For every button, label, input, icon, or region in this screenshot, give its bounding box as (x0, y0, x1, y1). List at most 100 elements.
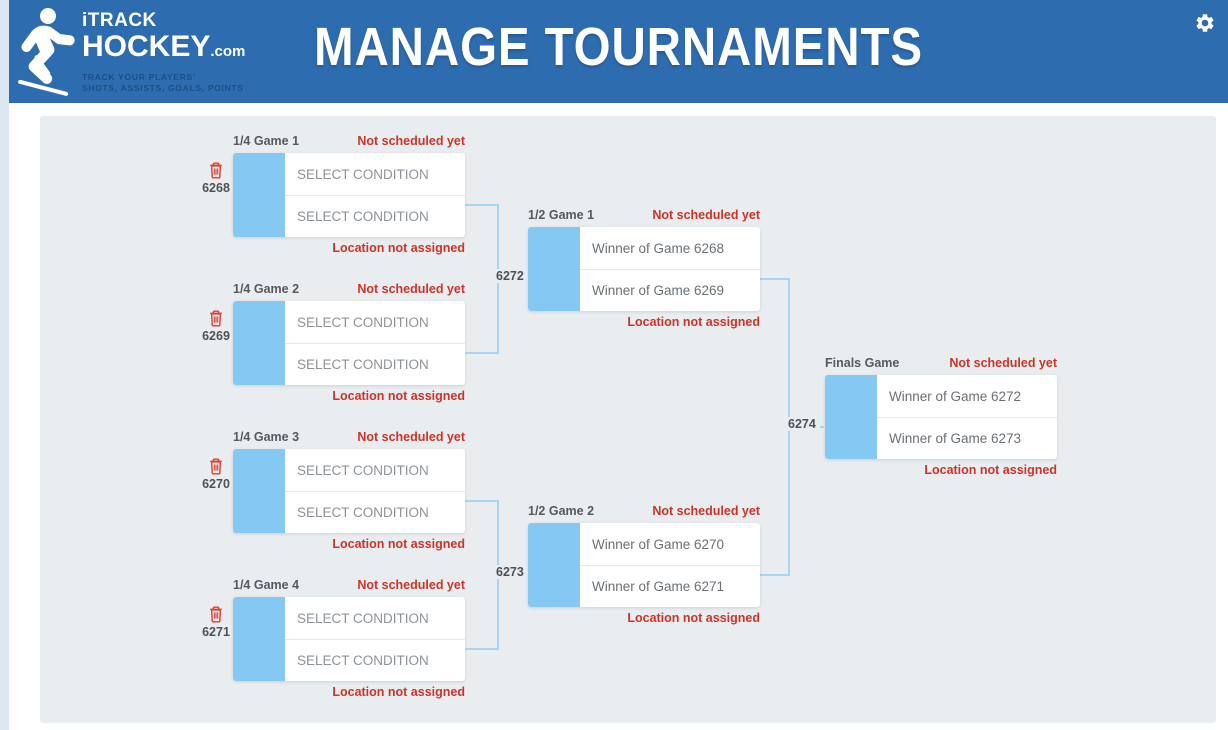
team-color-swatch (528, 227, 580, 269)
game-slot[interactable]: Winner of Game 6268 (528, 227, 760, 269)
location-status[interactable]: Location not assigned (332, 685, 465, 699)
trash-icon[interactable] (208, 161, 224, 179)
game-card-6273: 1/2 Game 2 Not scheduled yet Winner of G… (528, 504, 760, 631)
logo-tagline-2: SHOTS, ASSISTS, GOALS, POINTS (82, 82, 244, 93)
team-color-swatch (233, 194, 285, 237)
game-slot[interactable]: SELECT CONDITION (233, 638, 465, 681)
game-name: 1/2 Game 2 (528, 504, 595, 518)
game-card-6270: 1/4 Game 3 Not scheduled yet SELECT COND… (233, 430, 465, 557)
schedule-status[interactable]: Not scheduled yet (652, 208, 760, 222)
team-color-swatch (233, 597, 285, 639)
game-slot[interactable]: Winner of Game 6270 (528, 523, 760, 565)
game-slot[interactable]: SELECT CONDITION (233, 449, 465, 491)
hockey-player-icon (17, 8, 75, 96)
game-slot[interactable]: SELECT CONDITION (233, 301, 465, 343)
trash-icon[interactable] (208, 605, 224, 623)
trash-icon[interactable] (208, 457, 224, 475)
brand-logo[interactable]: iTRACK HOCKEY.com TRACK YOUR PLAYERS' SH… (10, 2, 260, 102)
game-slot[interactable]: SELECT CONDITION (233, 342, 465, 385)
team-color-swatch (825, 375, 877, 417)
logo-line-2: HOCKEY (82, 30, 211, 63)
location-status[interactable]: Location not assigned (627, 611, 760, 625)
slot-condition-select[interactable]: SELECT CONDITION (297, 314, 429, 330)
slot-condition-select[interactable]: SELECT CONDITION (297, 653, 429, 668)
game-name: 1/2 Game 1 (528, 208, 595, 222)
slot-condition-select[interactable]: SELECT CONDITION (297, 462, 429, 478)
schedule-status[interactable]: Not scheduled yet (357, 282, 465, 296)
game-card-6271: 1/4 Game 4 Not scheduled yet SELECT COND… (233, 578, 465, 705)
game-name: 1/4 Game 1 (233, 134, 300, 148)
game-name: 1/4 Game 4 (233, 578, 300, 592)
location-status[interactable]: Location not assigned (332, 241, 465, 255)
app-header: iTRACK HOCKEY.com TRACK YOUR PLAYERS' SH… (9, 0, 1228, 103)
connector-qf1-out (465, 204, 499, 206)
team-color-swatch (233, 153, 285, 195)
tournament-panel: 6272 6273 6274 6268 1/4 Game 1 Not sched… (40, 116, 1216, 723)
game-id-label: 6269 (202, 329, 230, 343)
game-name: 1/4 Game 3 (233, 430, 300, 444)
tournament-bracket: 6272 6273 6274 6268 1/4 Game 1 Not sched… (40, 116, 1216, 723)
location-status[interactable]: Location not assigned (332, 537, 465, 551)
connector-qf2-out (465, 352, 499, 354)
game-slot[interactable]: SELECT CONDITION (233, 597, 465, 639)
game-id-label: 6271 (202, 625, 230, 639)
slot-source-label[interactable]: Winner of Game 6268 (592, 240, 725, 256)
team-color-swatch (233, 490, 285, 533)
team-color-swatch (233, 301, 285, 343)
location-status[interactable]: Location not assigned (332, 389, 465, 403)
game-name: 1/4 Game 2 (233, 282, 300, 296)
schedule-status[interactable]: Not scheduled yet (652, 504, 760, 518)
connector-qf4-out (465, 648, 499, 650)
delete-control-6268: 6268 (195, 161, 237, 195)
team-color-swatch (825, 416, 877, 459)
page-title: MANAGE TOURNAMENTS (314, 17, 923, 77)
team-color-swatch (528, 523, 580, 565)
game-slot[interactable]: Winner of Game 6271 (528, 564, 760, 607)
gear-icon[interactable] (1194, 12, 1216, 34)
team-color-swatch (233, 449, 285, 491)
schedule-status[interactable]: Not scheduled yet (357, 430, 465, 444)
connector-id-6274: 6274 (784, 417, 820, 431)
location-status[interactable]: Location not assigned (627, 315, 760, 329)
team-color-swatch (528, 564, 580, 607)
slot-condition-select[interactable]: SELECT CONDITION (297, 209, 429, 224)
slot-source-label[interactable]: Winner of Game 6271 (592, 579, 725, 594)
connector-sf1-out (758, 278, 790, 280)
delete-control-6269: 6269 (195, 309, 237, 343)
delete-control-6271: 6271 (195, 605, 237, 639)
slot-source-label[interactable]: Winner of Game 6272 (889, 388, 1022, 404)
game-card-6272: 1/2 Game 1 Not scheduled yet Winner of G… (528, 208, 760, 335)
schedule-status[interactable]: Not scheduled yet (357, 134, 465, 148)
logo-line-1: iTRACK (82, 10, 157, 31)
team-color-swatch (528, 268, 580, 311)
slot-source-label[interactable]: Winner of Game 6270 (592, 536, 725, 552)
game-name: Finals Game (825, 356, 900, 370)
connector-sf2-out (758, 574, 790, 576)
slot-source-label[interactable]: Winner of Game 6269 (592, 283, 725, 298)
slot-condition-select[interactable]: SELECT CONDITION (297, 357, 429, 372)
game-card-6268: 1/4 Game 1 Not scheduled yet SELECT COND… (233, 134, 465, 261)
connector-qf3-out (465, 500, 499, 502)
game-slot[interactable]: Winner of Game 6272 (825, 375, 1057, 417)
game-slot[interactable]: Winner of Game 6269 (528, 268, 760, 311)
game-card-6269: 1/4 Game 2 Not scheduled yet SELECT COND… (233, 282, 465, 409)
game-card-6274: Finals Game Not scheduled yet Winner of … (825, 356, 1057, 483)
slot-source-label[interactable]: Winner of Game 6273 (889, 431, 1022, 446)
game-slot[interactable]: SELECT CONDITION (233, 490, 465, 533)
location-status[interactable]: Location not assigned (924, 463, 1057, 477)
slot-condition-select[interactable]: SELECT CONDITION (297, 610, 429, 626)
game-slot[interactable]: Winner of Game 6273 (825, 416, 1057, 459)
slot-condition-select[interactable]: SELECT CONDITION (297, 166, 429, 182)
logo-tagline-1: TRACK YOUR PLAYERS' (82, 72, 196, 82)
schedule-status[interactable]: Not scheduled yet (949, 356, 1057, 370)
trash-icon[interactable] (208, 309, 224, 327)
logo-dotcom: .com (210, 43, 246, 60)
delete-control-6270: 6270 (195, 457, 237, 491)
schedule-status[interactable]: Not scheduled yet (357, 578, 465, 592)
page-left-edge-strip (0, 0, 9, 730)
game-slot[interactable]: SELECT CONDITION (233, 194, 465, 237)
connector-id-6273: 6273 (492, 565, 528, 579)
game-id-label: 6270 (202, 477, 230, 491)
slot-condition-select[interactable]: SELECT CONDITION (297, 505, 429, 520)
game-slot[interactable]: SELECT CONDITION (233, 153, 465, 195)
